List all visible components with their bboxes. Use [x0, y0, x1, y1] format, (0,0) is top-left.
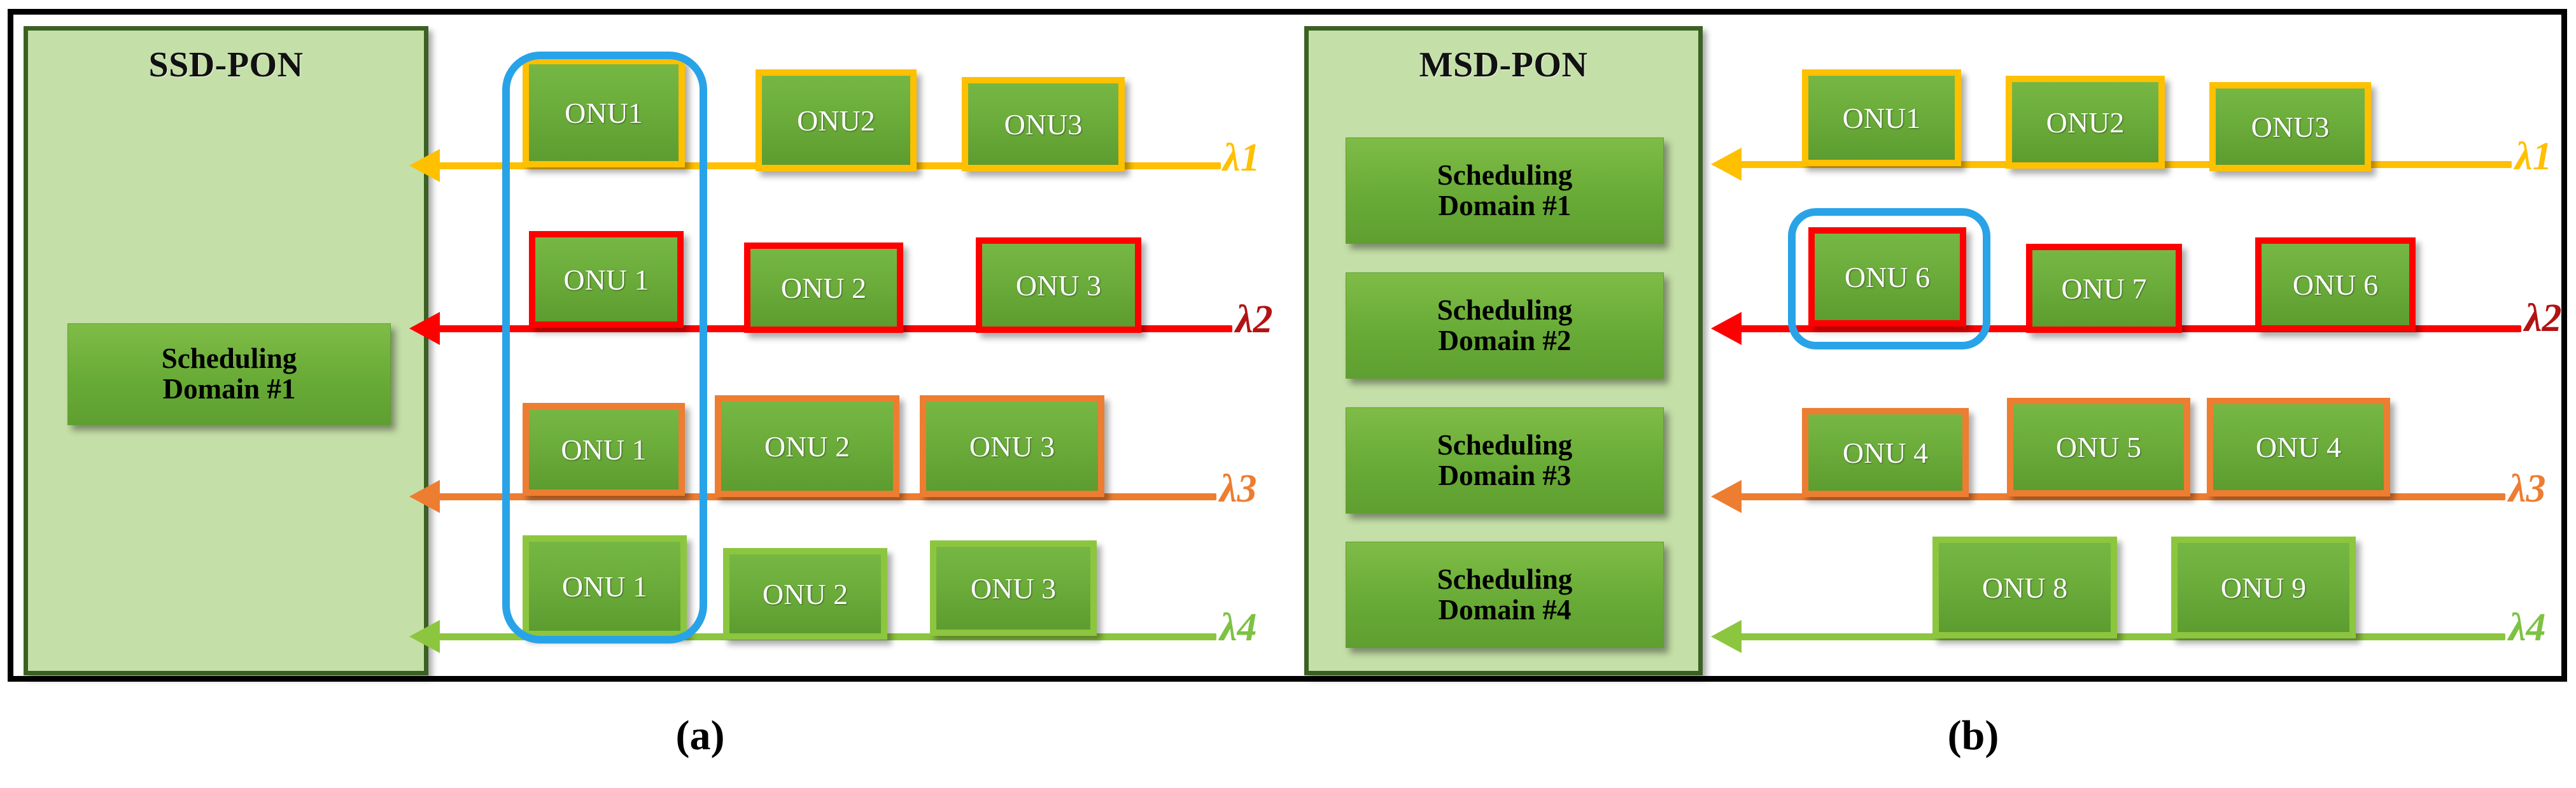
- panel-msd-pon: MSD-PON Scheduling Domain #1 Scheduling …: [1293, 15, 2573, 687]
- msd-sched-4-line1: Scheduling: [1437, 563, 1573, 595]
- ssd-onu-r3-c3: ONU 3: [920, 395, 1104, 497]
- ssd-onu-r2-c3: ONU 3: [976, 237, 1141, 333]
- msd-onu-r4-c1: ONU 8: [1932, 537, 2117, 638]
- caption-a: (a): [675, 712, 725, 759]
- msd-sched-1-line2: Domain #1: [1438, 189, 1572, 222]
- msd-row-3-line: [1738, 493, 2505, 500]
- ssd-wavelength-row-4: λ4 ONU 1 ONU 2 ONU 3: [13, 498, 1293, 658]
- ssd-row-3-arrowhead: [409, 480, 440, 513]
- msd-sched-3-line1: Scheduling: [1437, 428, 1573, 461]
- ssd-scheduling-domain-1: Scheduling Domain #1: [67, 323, 391, 425]
- ssd-row-4-lambda-label: λ4: [1220, 606, 1257, 649]
- ssd-pon-title: SSD-PON: [148, 45, 304, 85]
- panel-ssd-pon: SSD-PON Scheduling Domain #1 λ1 ONU1 ONU…: [13, 15, 1293, 687]
- ssd-onu-r1-c1: ONU1: [523, 58, 685, 167]
- msd-scheduling-domain-2: Scheduling Domain #2: [1346, 272, 1664, 379]
- ssd-onu-r3-c2: ONU 2: [715, 395, 899, 497]
- msd-onu-r3-c1: ONU 4: [1802, 408, 1969, 497]
- msd-wavelength-row-2: λ2 ONU 6 ONU 7 ONU 6: [1293, 190, 2573, 349]
- ssd-onu-r4-c3: ONU 3: [930, 540, 1097, 636]
- msd-sched-2-line1: Scheduling: [1437, 293, 1573, 326]
- msd-row-1-lambda-label: λ1: [2515, 135, 2552, 178]
- ssd-sched-1-line1: Scheduling: [161, 342, 297, 375]
- ssd-onu-r2-c2: ONU 2: [744, 243, 903, 333]
- msd-sched-3-line2: Domain #3: [1438, 459, 1572, 491]
- ssd-onu-r1-c3: ONU3: [962, 77, 1125, 171]
- msd-onu-r2-c2: ONU 7: [2026, 244, 2182, 333]
- ssd-row-1-lambda-label: λ1: [1223, 136, 1260, 179]
- ssd-onu-r4-c2: ONU 2: [723, 548, 887, 640]
- ssd-onu-r3-c1: ONU 1: [523, 403, 685, 496]
- msd-onu-r3-c2: ONU 5: [2007, 398, 2190, 496]
- msd-onu-r3-c3: ONU 4: [2207, 398, 2390, 496]
- msd-onu-r1-c2: ONU2: [2006, 76, 2165, 169]
- msd-row-3-arrowhead: [1711, 480, 1742, 513]
- msd-pon-container: MSD-PON Scheduling Domain #1 Scheduling …: [1304, 26, 1703, 675]
- msd-wavelength-row-3: λ3 ONU 4 ONU 5 ONU 4: [1293, 358, 2573, 517]
- ssd-wavelength-row-3: λ3 ONU 1 ONU 2 ONU 3: [13, 358, 1293, 517]
- msd-pon-title: MSD-PON: [1419, 45, 1588, 85]
- msd-sched-4-line2: Domain #4: [1438, 593, 1572, 626]
- ssd-row-2-arrowhead: [409, 312, 440, 345]
- msd-scheduling-domain-4: Scheduling Domain #4: [1346, 542, 1664, 648]
- msd-row-1-arrowhead: [1711, 148, 1742, 181]
- msd-sched-2-line2: Domain #2: [1438, 324, 1572, 356]
- msd-onu-r4-c2: ONU 9: [2171, 537, 2356, 638]
- ssd-row-3-lambda-label: λ3: [1220, 467, 1257, 510]
- msd-row-4-lambda-label: λ4: [2509, 606, 2546, 649]
- msd-row-2-lambda-label: λ2: [2524, 297, 2562, 340]
- msd-scheduling-domain-3: Scheduling Domain #3: [1346, 407, 1664, 514]
- msd-row-2-arrowhead: [1711, 312, 1742, 345]
- msd-onu-r2-c3: ONU 6: [2255, 237, 2416, 332]
- ssd-row-2-lambda-label: λ2: [1235, 298, 1273, 341]
- msd-wavelength-row-4: λ4 ONU 8 ONU 9: [1293, 498, 2573, 658]
- ssd-onu-r2-c1: ONU 1: [529, 231, 684, 328]
- figure-outer-frame: SSD-PON Scheduling Domain #1 λ1 ONU1 ONU…: [8, 9, 2567, 682]
- ssd-onu-r1-c2: ONU2: [756, 69, 917, 171]
- ssd-onu-r4-c1: ONU 1: [523, 535, 687, 637]
- msd-row-4-arrowhead: [1711, 620, 1742, 653]
- caption-b: (b): [1947, 712, 1999, 759]
- msd-onu-r2-c1: ONU 6: [1808, 227, 1966, 327]
- msd-scheduling-domain-1: Scheduling Domain #1: [1346, 137, 1664, 244]
- ssd-wavelength-row-1: λ1 ONU1 ONU2 ONU3: [13, 26, 1293, 185]
- msd-sched-1-line1: Scheduling: [1437, 158, 1573, 191]
- msd-wavelength-row-1: λ1 ONU1 ONU2 ONU3: [1293, 26, 2573, 185]
- msd-row-4-line: [1738, 633, 2505, 640]
- ssd-pon-container: SSD-PON Scheduling Domain #1: [24, 26, 428, 675]
- ssd-wavelength-row-2: λ2 ONU 1 ONU 2 ONU 3: [13, 190, 1293, 349]
- ssd-row-4-arrowhead: [409, 620, 440, 653]
- msd-row-3-lambda-label: λ3: [2509, 467, 2546, 510]
- ssd-sched-1-line2: Domain #1: [162, 373, 296, 405]
- msd-onu-r1-c3: ONU3: [2209, 82, 2371, 171]
- ssd-row-1-arrowhead: [409, 149, 440, 182]
- msd-onu-r1-c1: ONU1: [1802, 69, 1961, 166]
